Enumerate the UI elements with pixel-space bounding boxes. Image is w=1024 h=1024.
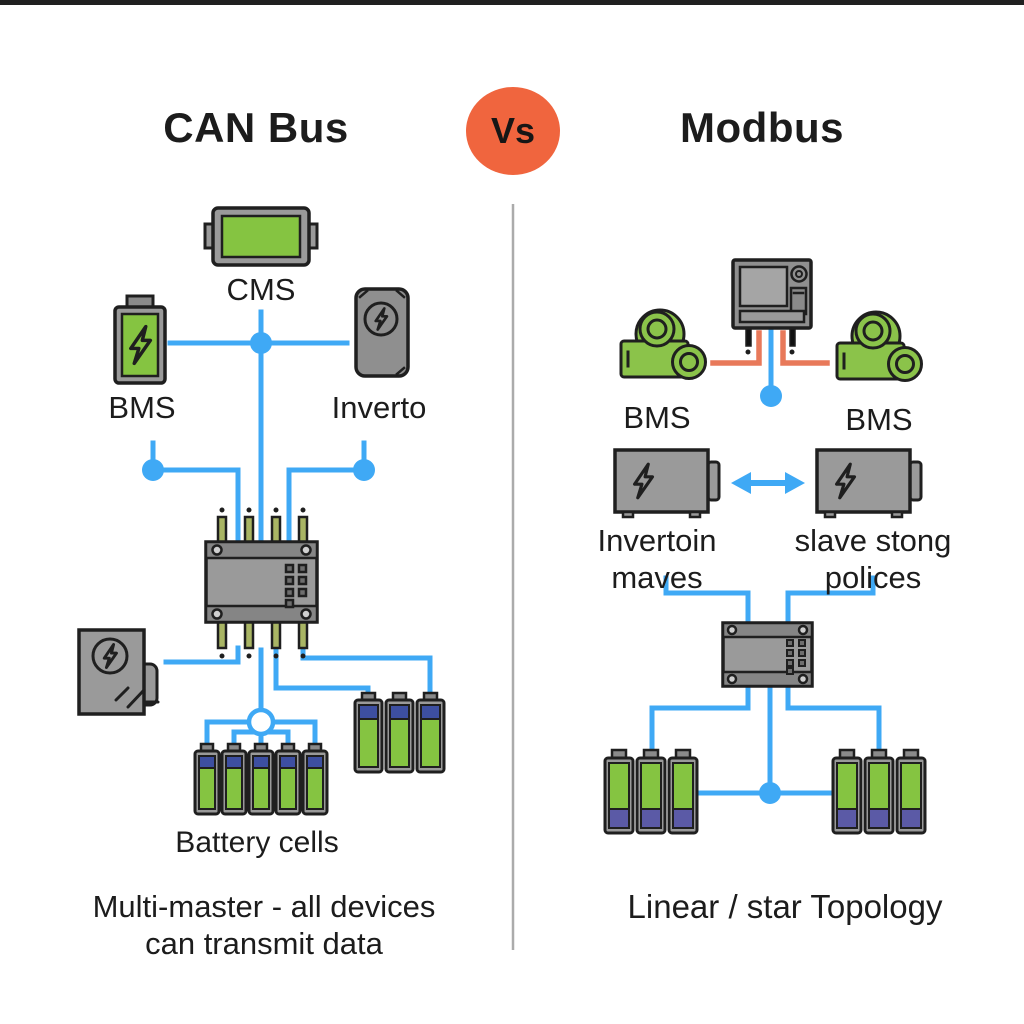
battery-icon xyxy=(895,748,927,835)
master-controller-icon xyxy=(731,258,813,355)
modbus-serial-lines xyxy=(710,330,830,366)
inverter-device-icon xyxy=(354,287,410,378)
battery-cell-icon xyxy=(220,742,248,816)
can-bus-caption: Multi-master - all devices can transmit … xyxy=(93,888,436,962)
inverter-master-label-line1: Invertoin xyxy=(597,523,717,558)
module-vents xyxy=(786,639,806,675)
battery-icon xyxy=(667,748,699,835)
battery-pack-icon-right xyxy=(831,748,927,835)
inverter-label: Inverto xyxy=(331,390,427,425)
star-junction-circle xyxy=(246,707,276,737)
battery-cells-label: Battery cells xyxy=(175,826,339,859)
battery-cell-icon xyxy=(274,742,302,816)
can-controller-module-icon xyxy=(204,507,319,659)
modbus-diagram xyxy=(603,258,927,835)
top-border-strip xyxy=(0,0,1024,5)
modbus-hub-module-icon xyxy=(721,621,814,688)
battery-icon xyxy=(353,691,384,774)
modbus-caption: Linear / star Topology xyxy=(627,888,943,925)
battery-icon xyxy=(863,748,895,835)
inverter-slave-label-line1: slave stong xyxy=(794,523,952,558)
vs-badge-label: Vs xyxy=(490,110,536,151)
bms-pump-icon-right xyxy=(835,310,923,382)
module-vents xyxy=(284,563,308,609)
can-bus-caption-line1: Multi-master - all devices xyxy=(92,889,436,924)
charger-icon xyxy=(77,628,160,716)
inverter-slave-label-line2: polices xyxy=(824,560,922,595)
battery-icon xyxy=(635,748,667,835)
battery-cell-icon xyxy=(301,742,329,816)
battery-icon xyxy=(603,748,635,835)
inverter-box-icon-slave xyxy=(815,448,923,519)
drop-node-dot xyxy=(760,385,782,407)
inverter-master-label: Invertoin maves xyxy=(598,522,717,596)
bidirectional-arrow-icon xyxy=(731,472,805,494)
cms-label: CMS xyxy=(226,272,296,307)
star-center-dot xyxy=(759,782,781,804)
node-dot-left xyxy=(142,459,164,481)
vs-badge: Vs xyxy=(466,87,560,175)
can-bus-diagram xyxy=(77,206,446,816)
bms-label: BMS xyxy=(108,390,176,425)
modbus-bus-lines xyxy=(649,325,882,796)
battery-cell-row xyxy=(193,742,329,816)
battery-pack-icon xyxy=(353,691,446,774)
inverter-master-label-line2: maves xyxy=(611,560,703,595)
cms-battery-icon xyxy=(203,206,319,267)
right-column-title: Modbus xyxy=(680,104,844,151)
battery-icon xyxy=(415,691,446,774)
battery-cell-icon xyxy=(247,742,275,816)
inverter-box-icon-master xyxy=(613,448,721,519)
battery-cell-icon xyxy=(193,742,221,816)
bms-right-label: BMS xyxy=(845,402,913,437)
node-dot-right xyxy=(353,459,375,481)
battery-icon xyxy=(831,748,863,835)
bms-left-label: BMS xyxy=(623,400,691,435)
battery-icon xyxy=(384,691,415,774)
bms-pump-icon-left xyxy=(619,308,707,380)
inverter-slave-label: slave stong polices xyxy=(795,522,952,596)
left-column-title: CAN Bus xyxy=(163,104,349,151)
can-bus-caption-line2: can transmit data xyxy=(145,926,383,961)
bms-battery-icon xyxy=(113,294,167,385)
bus-junction-dot xyxy=(250,332,272,354)
battery-pack-icon-left xyxy=(603,748,699,835)
